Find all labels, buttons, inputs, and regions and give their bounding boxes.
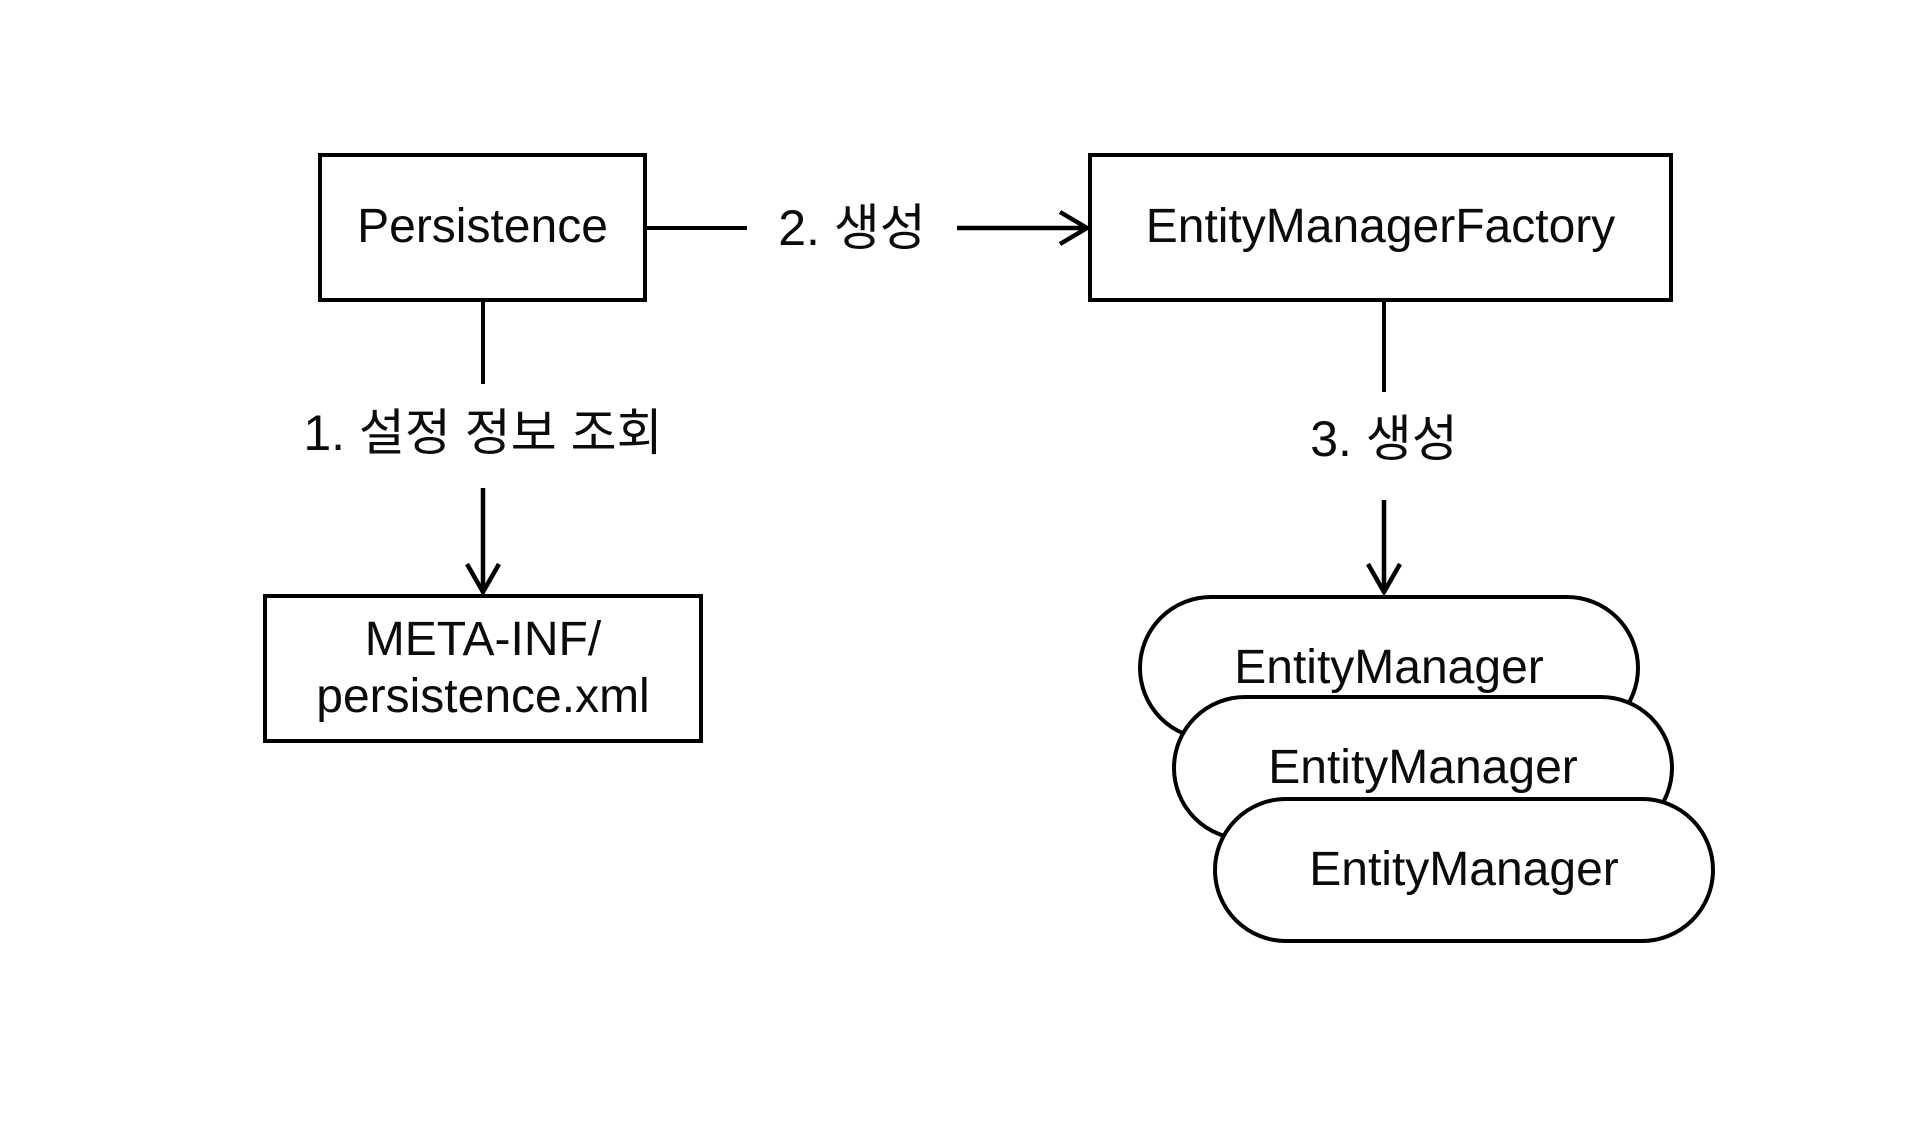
node-entity-manager-3-label: EntityManager xyxy=(1309,842,1619,896)
node-persistence-label: Persistence xyxy=(357,200,608,254)
edge-step2-arrow-right-icon xyxy=(957,210,1092,246)
edge-step2-line-left xyxy=(647,226,747,230)
node-meta-inf-label-line2: persistence.xml xyxy=(316,669,650,723)
node-entity-manager-factory: EntityManagerFactory xyxy=(1088,153,1673,302)
node-entity-manager-2-label: EntityManager xyxy=(1268,740,1578,794)
edge-step1-line-top xyxy=(481,302,485,384)
node-entity-manager-factory-label: EntityManagerFactory xyxy=(1145,200,1616,254)
edge-step1-label: 1. 설정 정보 조회 xyxy=(303,405,663,461)
node-meta-inf: META-INF/ persistence.xml xyxy=(263,594,703,743)
node-entity-manager-3: EntityManager xyxy=(1213,797,1715,943)
node-entity-manager-1-label: EntityManager xyxy=(1234,640,1544,694)
edge-step2-label: 2. 생성 xyxy=(778,200,926,256)
node-persistence: Persistence xyxy=(318,153,647,302)
edge-step1-arrow-down-icon xyxy=(465,488,501,597)
edge-step3-arrow-down-icon xyxy=(1366,500,1402,597)
edge-step3-line-top xyxy=(1382,302,1386,392)
node-meta-inf-label-line1: META-INF/ xyxy=(364,612,602,666)
edge-step3-label: 3. 생성 xyxy=(1310,411,1458,467)
